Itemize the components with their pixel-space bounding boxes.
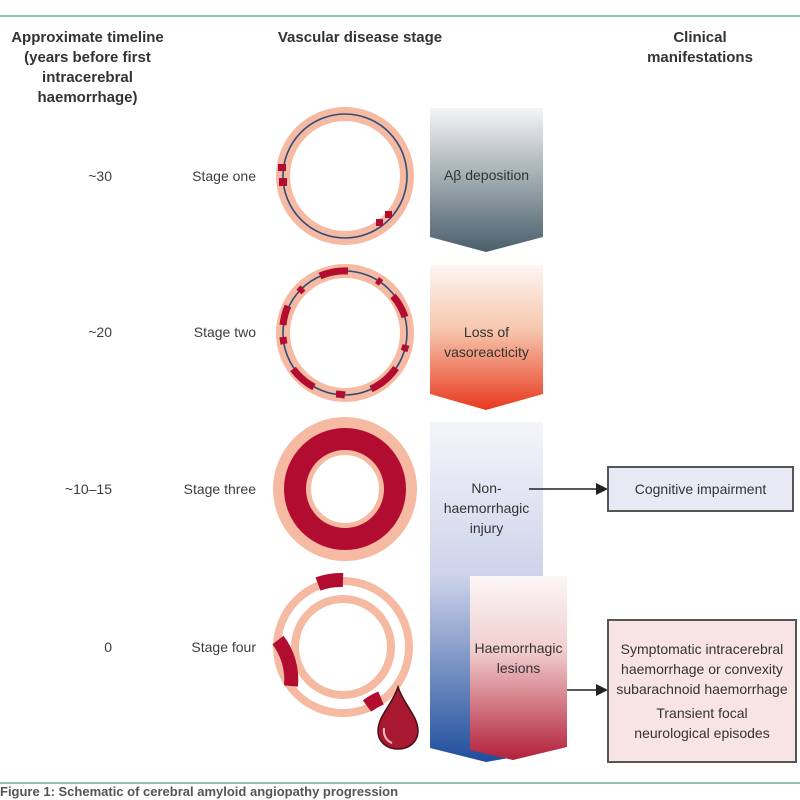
chevron-haemorrhagic-lesions: [470, 576, 567, 760]
blood-drop-icon: [377, 684, 419, 750]
vessel-stage-one: [276, 107, 414, 245]
arrow-to-haemorrhage: [567, 684, 608, 696]
stage-label-1: Stage one: [192, 168, 256, 184]
clinical-header: Clinical manifestations: [647, 29, 753, 66]
arrow-to-cognitive: [529, 483, 608, 495]
timeline-value-4: 0: [104, 639, 112, 655]
stage-label-2: Stage two: [193, 324, 256, 340]
chevron-loss-of-vasoreacticity: [430, 265, 543, 410]
process-label-vasoreacticity: Loss of vasoreacticity: [444, 324, 529, 360]
timeline-value-2: ~20: [88, 324, 112, 340]
bottom-rule: [0, 782, 800, 784]
stage-label-4: Stage four: [191, 639, 256, 655]
amyloid-deposit: [376, 219, 383, 226]
vessel-stage-four: [272, 572, 419, 750]
timeline-value-3: ~10–15: [64, 481, 112, 497]
amyloid-deposit: [278, 164, 286, 171]
timeline-value-1: ~30: [88, 168, 112, 184]
vessel-stage-two: [276, 264, 414, 402]
timeline-header: Approximate timeline (years before first…: [11, 29, 164, 106]
stage-label-3: Stage three: [183, 481, 256, 497]
transient-episodes-text: Transient focal neurological episodes: [634, 705, 770, 741]
amyloid-deposit: [279, 178, 287, 186]
haemorrhage-text: Symptomatic intracerebral haemorrhage or…: [616, 641, 788, 697]
vessel-stage-three: [273, 417, 417, 561]
stage-header: Vascular disease stage: [277, 29, 443, 46]
process-label-non-haemorrhagic: Non- haemorrhagic injury: [443, 480, 530, 536]
chevron-amyloid-deposition: [430, 108, 543, 252]
cognitive-impairment-box: Cognitive impairment: [607, 466, 794, 512]
amyloid-deposit: [385, 211, 392, 218]
process-label-amyloid: Aβ deposition: [443, 167, 530, 183]
figure-caption: Figure 1: Schematic of cerebral amyloid …: [0, 784, 399, 799]
process-label-haemorrhagic: Haemorrhagic lesions: [474, 640, 563, 676]
top-rule: [0, 15, 800, 17]
haemorrhage-manifestations-box: Symptomatic intracerebral haemorrhage or…: [607, 619, 797, 763]
